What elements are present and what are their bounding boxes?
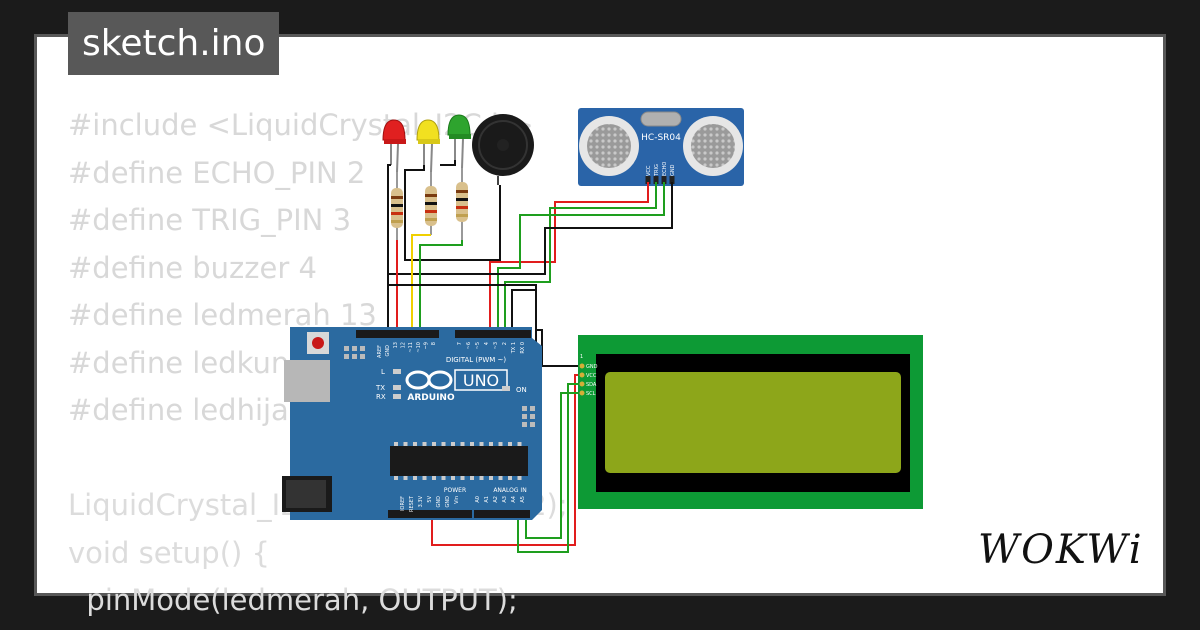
wokwi-logo: WOKWi <box>978 527 1144 573</box>
digital-pin-label: 8 <box>431 342 437 345</box>
arduino-brand: ARDUINO <box>407 393 455 403</box>
sensor-pin-label: ECHO <box>662 162 668 176</box>
digital-pin-label: ~3 <box>493 342 499 349</box>
code-line: #define TRIG_PIN 3 <box>68 203 352 237</box>
code-line: #define buzzer 4 <box>68 250 317 285</box>
rx-label: RX <box>376 393 386 401</box>
lcd-pin-label: VCC <box>586 373 597 379</box>
lcd-pin[interactable] <box>579 372 585 378</box>
code-line: #define ECHO_PIN 2 <box>68 155 366 190</box>
lcd-pin-label: SCL <box>586 391 596 397</box>
sensor-pin[interactable] <box>669 176 675 184</box>
analog-pin-label: A0 <box>475 496 481 503</box>
l-label: L <box>381 368 385 376</box>
digital-pin-label: ~10 <box>416 342 422 353</box>
tx-label: TX <box>375 384 385 392</box>
power-pin-label: IOREF <box>400 496 406 511</box>
digital-pin-label: 2 <box>502 342 508 345</box>
analog-pin-label: A2 <box>493 496 499 503</box>
sensor-pin-label: VCC <box>646 165 652 176</box>
lcd-pin[interactable] <box>579 363 585 369</box>
digital-label: DIGITAL (PWM ~) <box>446 356 507 364</box>
arduino-model: UNO <box>463 371 499 390</box>
power-pin-label: GND <box>436 496 442 508</box>
digital-pin-label: TX 1 <box>511 342 517 354</box>
power-pin-label: Vin <box>454 496 460 504</box>
digital-pin-label: RX 0 <box>520 342 526 354</box>
power-pin-label: RESET <box>409 495 415 512</box>
sensor-pin-label: GND <box>670 164 676 176</box>
lcd-pin[interactable] <box>579 381 585 387</box>
code-editor: #include <LiquidCrystal_I2C.h>#define EC… <box>68 105 568 628</box>
digital-pin-label: 12 <box>401 342 407 348</box>
power-label: POWER <box>444 487 466 494</box>
lcd-pin-index: 1 <box>580 354 583 360</box>
sensor-pin[interactable] <box>645 176 651 184</box>
digital-pin-label: ~6 <box>466 342 472 349</box>
header-label: AREF <box>377 345 383 358</box>
digital-pin-label: ~9 <box>423 342 429 349</box>
power-pin-label: 5V <box>427 495 433 502</box>
buzzer[interactable] <box>472 114 534 185</box>
digital-pin-label: 13 <box>393 342 399 348</box>
digital-pin-label: 7 <box>457 342 463 345</box>
sensor-pin[interactable] <box>653 176 659 184</box>
wires <box>387 160 673 553</box>
header-label: GND <box>385 345 391 357</box>
lcd-pin-label: SDA <box>586 382 597 388</box>
code-line: pinMode(ledmerah, OUTPUT); <box>68 583 518 617</box>
code-line: void setup() { <box>68 535 270 570</box>
sensor-pin[interactable] <box>661 176 667 184</box>
power-pin-label: GND <box>445 496 451 508</box>
analog-pin-label: A4 <box>511 496 517 503</box>
arduino-logo <box>405 370 453 390</box>
led-green[interactable] <box>447 114 471 169</box>
on-label: ON <box>516 386 527 394</box>
sensor-pin-label: TRIG <box>654 164 660 177</box>
resistor-3[interactable] <box>456 168 468 240</box>
lcd-display[interactable]: 1 GND VCC SDA SCL <box>578 335 923 509</box>
analog-label: ANALOG IN <box>493 487 526 494</box>
led-yellow[interactable] <box>416 119 440 173</box>
led-red[interactable] <box>382 119 406 173</box>
lcd-pin-label: GND <box>586 364 598 370</box>
digital-pin-label: 4 <box>484 342 490 345</box>
analog-pin-label: A1 <box>484 496 490 503</box>
digital-pin-label: ~5 <box>475 342 481 349</box>
code-line: #define ledmerah 13 <box>68 298 377 332</box>
power-pin-label: 3.3V <box>418 495 424 507</box>
analog-pin-label: A3 <box>502 496 508 503</box>
sensor-label: HC-SR04 <box>641 133 681 143</box>
file-tab[interactable]: sketch.ino <box>68 12 280 75</box>
analog-pin-label: A5 <box>520 496 526 503</box>
lcd-pin[interactable] <box>579 390 585 396</box>
digital-pin-label: ~11 <box>408 342 414 353</box>
resistor-1[interactable] <box>391 172 403 240</box>
resistor-2[interactable] <box>425 172 437 235</box>
